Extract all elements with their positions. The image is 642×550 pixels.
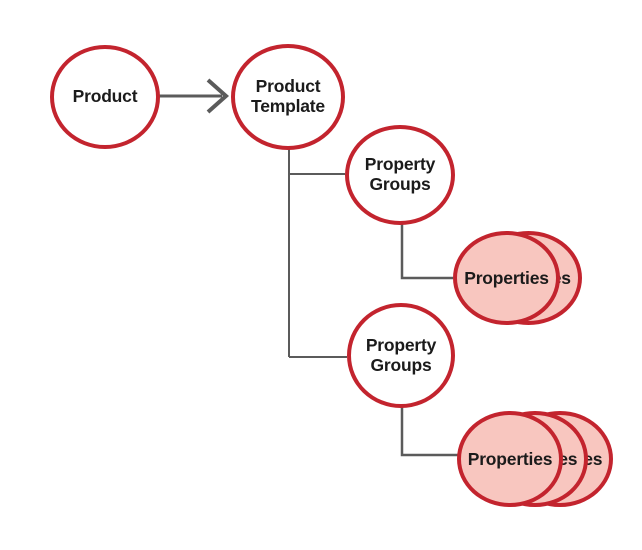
connector-template-to-property-groups	[288, 149, 347, 358]
connector-pg2-to-properties	[400, 407, 458, 457]
node-property-groups-top: Property Groups	[345, 125, 455, 225]
node-property-groups-top-label: Property Groups	[364, 154, 436, 194]
connector-pg1-to-properties	[400, 224, 453, 280]
node-product-template-label: Product Template	[251, 76, 325, 116]
node-product-label: Product	[72, 86, 138, 107]
properties-label: Properties	[467, 448, 553, 469]
node-properties-stack-bottom: Properties Properties Properties	[457, 411, 613, 507]
properties-label: Properties	[464, 267, 549, 288]
arrowhead-icon	[206, 78, 230, 114]
node-product: Product	[50, 45, 160, 149]
properties-circle-front: Properties	[457, 411, 563, 507]
node-product-template: Product Template	[231, 44, 345, 150]
node-properties-stack-top: Properties Properties	[453, 231, 582, 325]
node-property-groups-bottom-label: Property Groups	[365, 334, 437, 375]
properties-circle-front: Properties	[453, 231, 560, 325]
node-property-groups-bottom: Property Groups	[347, 303, 455, 408]
